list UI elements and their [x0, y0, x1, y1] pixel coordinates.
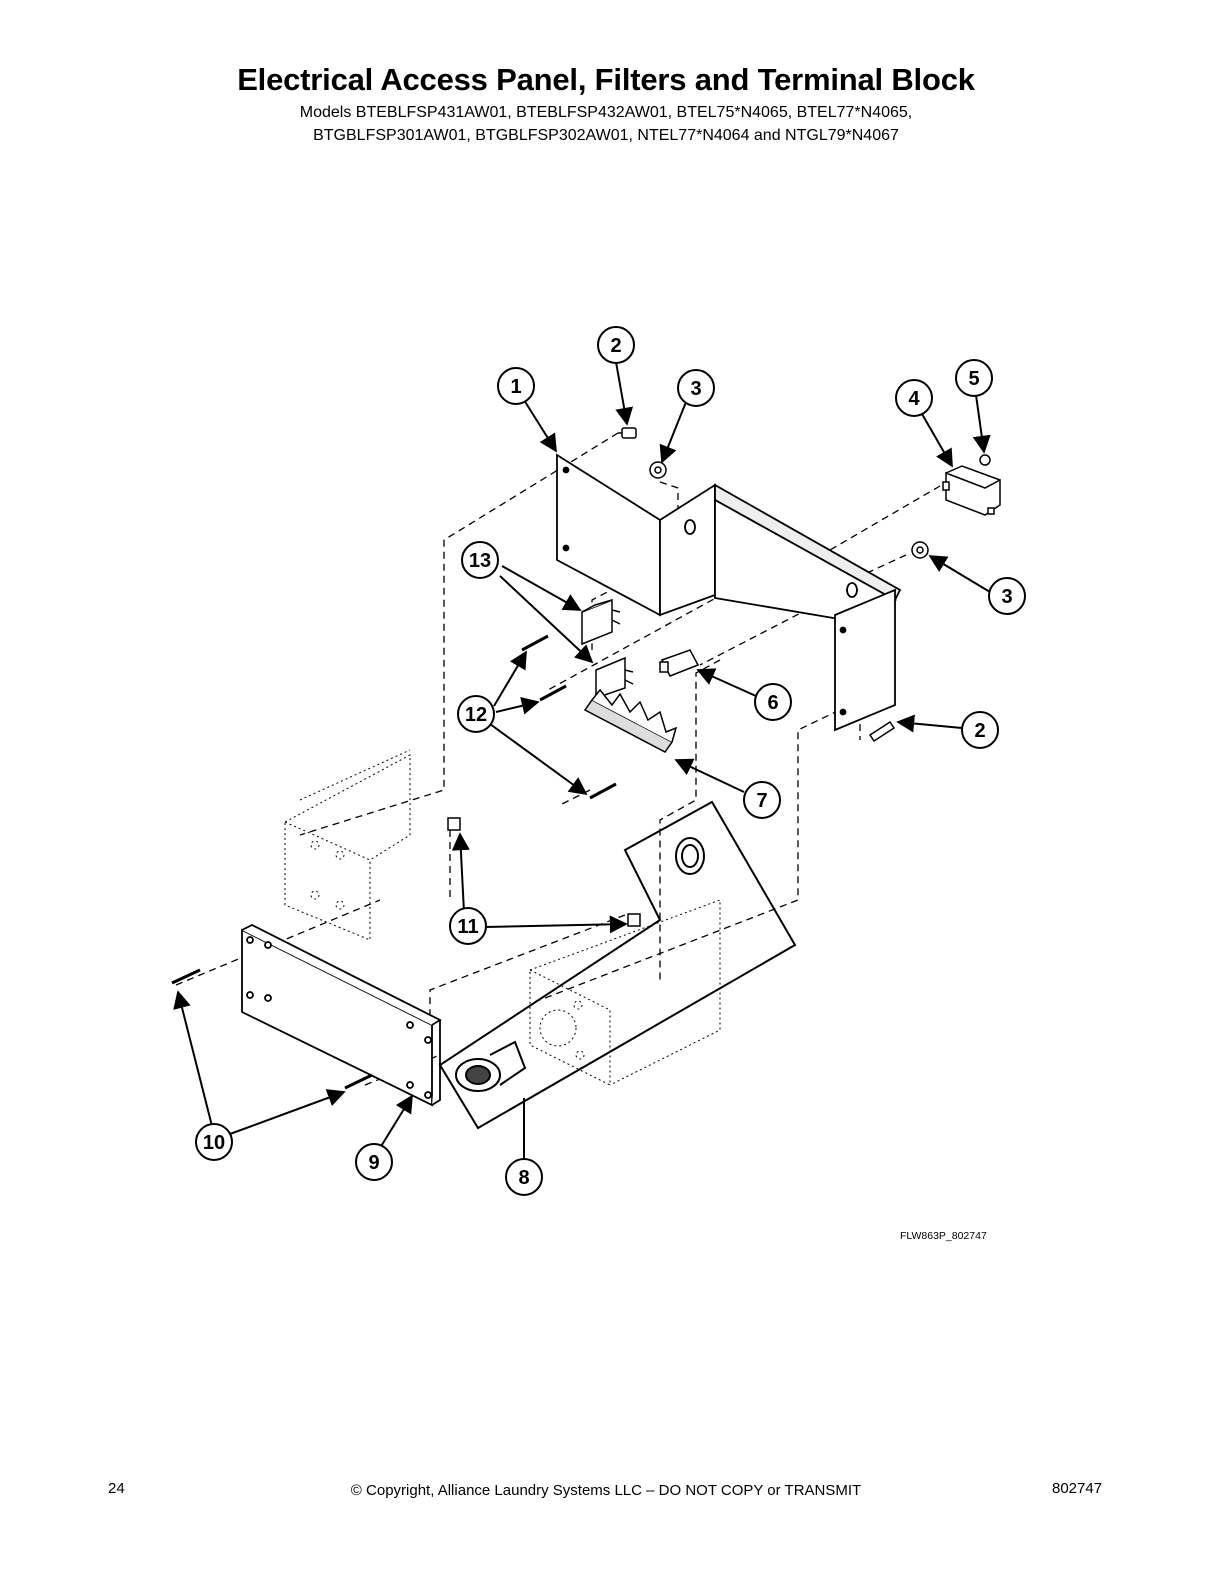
svg-text:4: 4	[908, 388, 920, 410]
access-panel-bracket	[556, 453, 902, 732]
callout-3a: 3	[677, 369, 715, 407]
svg-text:2: 2	[610, 335, 621, 357]
svg-text:13: 13	[469, 550, 491, 572]
filter-box	[942, 465, 1001, 516]
callout-1: 1	[497, 367, 535, 405]
switch-lower	[595, 656, 634, 700]
switch-upper	[581, 598, 621, 646]
filter-small	[659, 649, 700, 677]
svg-text:11: 11	[457, 916, 478, 938]
terminal-block	[583, 688, 678, 753]
svg-text:2: 2	[974, 720, 985, 742]
svg-text:7: 7	[756, 790, 767, 812]
callout-11: 11	[449, 907, 487, 945]
svg-text:1: 1	[510, 376, 521, 398]
callout-10: 10	[195, 1123, 233, 1161]
callout-2b: 2	[961, 711, 999, 749]
callout-2a: 2	[597, 326, 635, 364]
document-number: 802747	[1052, 1480, 1103, 1497]
page-number: 24	[108, 1480, 125, 1497]
callout-7: 7	[743, 781, 781, 819]
svg-text:5: 5	[968, 368, 979, 390]
screw-top	[618, 427, 637, 439]
svg-text:9: 9	[368, 1152, 379, 1174]
svg-text:6: 6	[767, 692, 778, 714]
callout-8: 8	[505, 1158, 543, 1196]
svg-text:8: 8	[518, 1167, 529, 1189]
models-line-2: BTGBLFSP301AW01, BTGBLFSP302AW01, NTEL77…	[313, 127, 899, 144]
hidden-assemblies	[284, 749, 721, 1086]
hardware-parts	[447, 427, 1001, 927]
callout-12: 12	[457, 695, 495, 733]
callout-9: 9	[355, 1143, 393, 1181]
clip-lower	[627, 913, 641, 927]
small-screw	[979, 454, 991, 466]
callout-3b: 3	[988, 577, 1026, 615]
svg-text:12: 12	[465, 704, 487, 726]
screw-right	[868, 720, 896, 743]
copyright-notice: © Copyright, Alliance Laundry Systems LL…	[350, 1482, 862, 1499]
page-title: Electrical Access Panel, Filters and Ter…	[237, 62, 975, 97]
callout-13: 13	[461, 541, 499, 579]
svg-text:3: 3	[690, 378, 701, 400]
svg-text:10: 10	[203, 1132, 225, 1154]
models-line-1: Models BTEBLFSP431AW01, BTEBLFSP432AW01,…	[299, 104, 913, 121]
svg-text:3: 3	[1001, 586, 1012, 608]
strain-relief-callout-box	[438, 800, 797, 1130]
callout-5: 5	[955, 359, 993, 397]
clip-upper	[447, 817, 461, 831]
leader-arrows	[173, 361, 991, 1149]
callout-6: 6	[754, 683, 792, 721]
callout-4: 4	[895, 379, 933, 417]
front-plate	[171, 923, 442, 1107]
figure-reference: FLW863P_802747	[900, 1230, 987, 1242]
